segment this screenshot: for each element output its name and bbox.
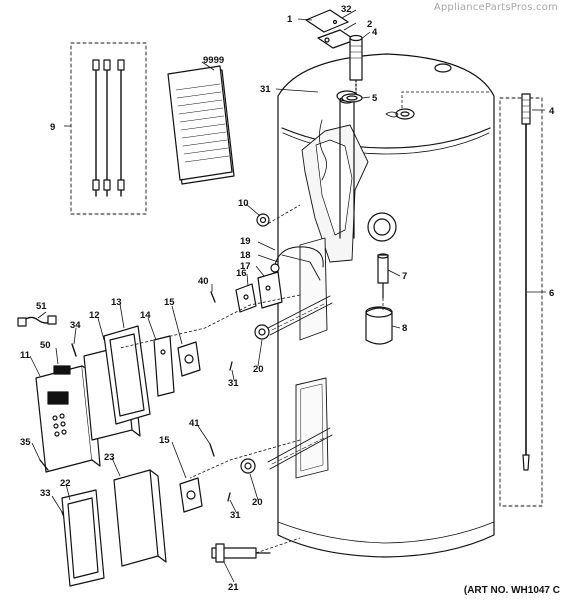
callout-31-top: 31 — [260, 84, 271, 95]
callout-50: 50 — [40, 340, 51, 351]
screw-31 — [227, 361, 233, 502]
label-tag-part — [53, 365, 71, 375]
callout-40: 40 — [198, 276, 209, 287]
callout-31-lower: 31 — [230, 510, 241, 521]
callout-23: 23 — [104, 452, 115, 463]
insulation-lower-part — [113, 469, 167, 567]
callout-19: 19 — [240, 236, 251, 247]
element-cover-part — [103, 325, 151, 425]
thermostat-bracket-upper — [177, 341, 201, 377]
callout-22: 22 — [60, 478, 71, 489]
wire-assembly — [270, 246, 324, 281]
callout-32: 32 — [341, 4, 352, 15]
callout-20-lower: 20 — [252, 497, 263, 508]
screw-41 — [209, 443, 215, 457]
callout-34: 34 — [70, 320, 81, 331]
top-bracket-part — [305, 9, 356, 49]
heating-element-lower — [240, 458, 256, 474]
dip-tube-nipple — [341, 93, 363, 103]
callout-7: 7 — [402, 271, 407, 282]
callout-9999: 9999 — [203, 55, 224, 66]
heat-trap-part — [365, 306, 393, 345]
callout-4-right: 4 — [549, 106, 555, 117]
wire-set-part — [70, 42, 147, 215]
mounting-bracket-part — [153, 335, 175, 397]
callout-18: 18 — [240, 250, 251, 261]
callout-9: 9 — [50, 122, 55, 133]
drain-valve-part — [211, 543, 271, 563]
callout-15-lower: 15 — [159, 435, 170, 446]
leader-lines — [119, 91, 492, 554]
callout-13: 13 — [111, 297, 122, 308]
callout-16: 16 — [236, 268, 247, 279]
callout-20-upper: 20 — [253, 364, 264, 375]
wire-plug-part — [17, 315, 57, 327]
element-cover-lower — [61, 489, 105, 587]
callout-21: 21 — [228, 582, 239, 593]
heating-element-upper — [254, 324, 270, 340]
callout-31-mid: 31 — [228, 378, 239, 389]
callout-10: 10 — [238, 198, 249, 209]
callout-pointers — [29, 9, 546, 583]
callout-8: 8 — [402, 323, 407, 334]
callout-33: 33 — [40, 488, 51, 499]
anode-rod-long — [499, 93, 543, 507]
callout-35: 35 — [20, 437, 31, 448]
screw-part — [71, 343, 77, 357]
callout-41: 41 — [189, 418, 200, 429]
callout-2: 2 — [367, 19, 372, 30]
art-number: (ART NO. WH1047 C — [463, 585, 560, 596]
dip-tube-part — [377, 253, 389, 299]
callout-51: 51 — [36, 301, 47, 312]
callout-6: 6 — [549, 288, 554, 299]
thermostat-part — [235, 271, 283, 313]
screw-35 — [39, 459, 49, 471]
water-heater-tank — [267, 53, 495, 558]
callout-1: 1 — [287, 14, 293, 25]
literature-booklet — [167, 65, 235, 185]
watermark: AppliancePartsPros.com — [433, 2, 558, 13]
callout-12: 12 — [89, 310, 100, 321]
callout-labels: 32 1 2 4 31 5 9999 9 4 10 19 18 17 16 40… — [20, 4, 555, 593]
screw-40 — [210, 291, 216, 303]
callout-11: 11 — [20, 350, 31, 361]
callout-17: 17 — [240, 261, 251, 272]
callout-4-top: 4 — [372, 27, 378, 38]
callout-14: 14 — [140, 310, 151, 321]
grommet-part — [256, 213, 270, 227]
thermostat-bracket-lower — [179, 477, 203, 513]
callout-5: 5 — [372, 93, 378, 104]
callout-15-upper: 15 — [164, 297, 175, 308]
